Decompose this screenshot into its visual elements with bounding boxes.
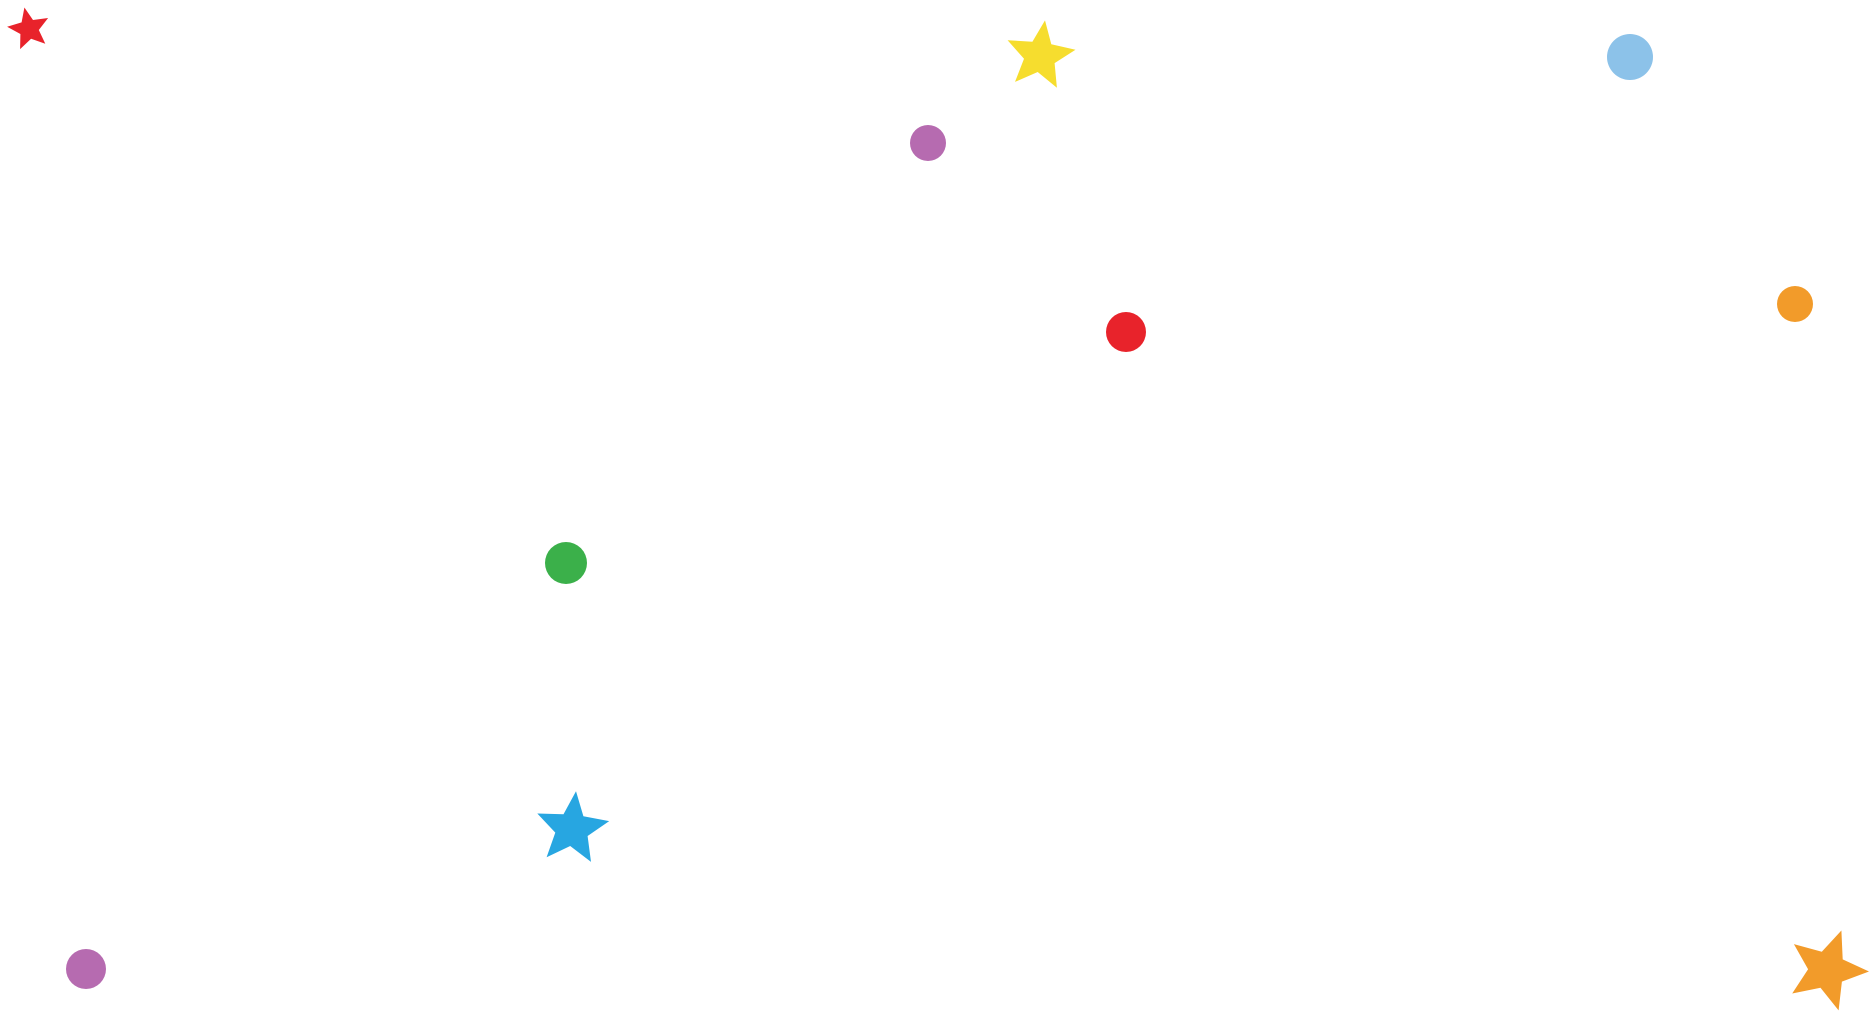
red-dot-icon <box>1106 312 1146 352</box>
green-dot-icon <box>545 542 587 584</box>
red-star-icon <box>7 7 49 50</box>
blue-star-icon <box>537 791 610 862</box>
yellow-star-icon <box>1007 20 1076 88</box>
light-blue-dot-icon <box>1607 34 1653 80</box>
purple-dot-icon <box>910 125 946 161</box>
purple-dot-icon <box>66 949 106 989</box>
orange-dot-icon <box>1777 286 1813 322</box>
orange-star-icon <box>1792 930 1869 1011</box>
